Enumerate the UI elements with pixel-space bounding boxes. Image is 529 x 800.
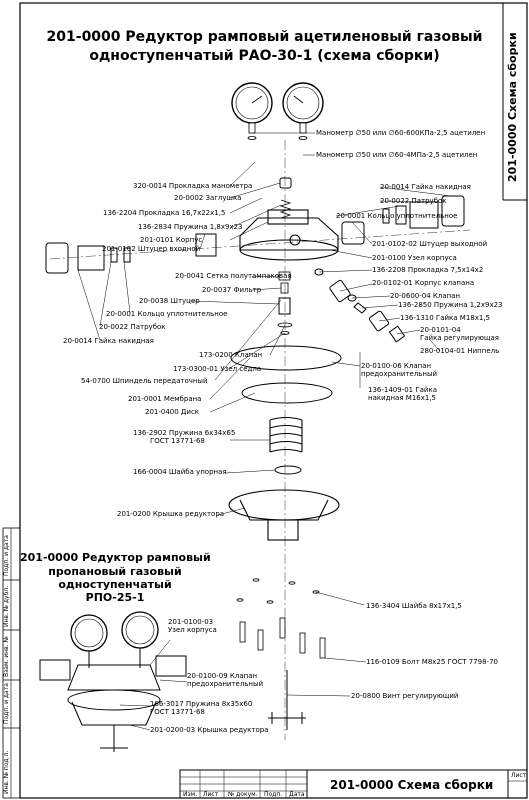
label-membrane: 201-0001 Мембрана [128, 395, 202, 403]
label-disk: 201-0400 Диск [145, 408, 200, 416]
label-gasket-75: 136-2208 Прокладка 7,5х14х2 [372, 266, 484, 274]
label-safety-valve-name: предохранительный [361, 370, 438, 378]
label-valve: 20-0600-04 Клапан [390, 292, 461, 300]
propane-title-line2: пропановый газовый [48, 565, 182, 578]
label-cover-03: 201-0200-03 Крышка редуктора [150, 726, 269, 734]
disk [241, 382, 333, 404]
label-body: 201-0101 Корпус [140, 236, 203, 244]
label-main-spring-gost: ГОСТ 13771-68 [150, 437, 205, 445]
outlet-fittings [341, 195, 465, 245]
label-spindle: 54-0700 Шпиндель передаточный [81, 377, 208, 385]
main-spring [269, 416, 303, 453]
label-o-ring-left: 20-0001 Кольцо уплотнительное [106, 310, 228, 318]
label-body-assembly-03-name: Узел корпуса [168, 626, 217, 634]
label-adjusting-nut-code: 20-0101-04 [420, 326, 461, 334]
propane-title-line1: 201-0000 Редуктор рамповый [20, 551, 211, 564]
label-body-assembly: 201-0100 Узел корпуса [372, 254, 457, 262]
leader-lines [77, 132, 451, 731]
label-spring-12: 136-2850 Пружина 1,2х9х23 [398, 301, 503, 309]
label-seat-assembly: 173-0300-01 Узел седла [173, 365, 262, 373]
safety-valve-parts [314, 268, 406, 343]
label-safety-valve-09-code: 20-0100-09 Клапан [187, 672, 258, 680]
label-gauge-gasket: 320-0014 Прокладка манометра [133, 182, 253, 190]
propane-regulator-drawing [39, 611, 187, 752]
label-gauge-low: Манометр ∅50 или ∅60-600КПа-2,5 ацетилен [316, 129, 486, 137]
label-safety-valve-09-name: предохранительный [187, 680, 264, 688]
label-safety-valve-code: 20-0100-06 Клапан [361, 362, 432, 370]
pressure-gauge-high [282, 82, 324, 140]
label-cover: 201-0200 Крышка редуктора [117, 510, 225, 518]
label-gauge-high: Манометр ∅50 или ∅60-4МПа-2,5 ацетилен [316, 151, 478, 159]
membrane [230, 345, 342, 371]
inlet-fittings [45, 233, 217, 274]
title-block-sheet: Лист [203, 791, 219, 798]
label-inlet-fitting: 201-0102 Штуцер входной [102, 245, 201, 253]
label-union-nut-left: 20-0014 Гайка накидная [63, 337, 154, 345]
washers-and-bolts [236, 578, 326, 659]
label-adjusting-screw: 20-0800 Винт регулирующий [351, 692, 459, 700]
adjusting-screw [268, 670, 306, 730]
title-block-sheet-label: Лист [511, 772, 527, 779]
margin-dup-inv: Инв. № дубл. [3, 585, 10, 627]
label-main-spring-code: 136-2902 Пружина 6х34х65 [133, 429, 236, 437]
side-stamp: 201-0000 Схема сборки [506, 32, 519, 182]
label-o-ring-right: 20-0001 Кольцо уплотнительное [336, 212, 458, 220]
label-spring-18: 136-2834 Пружина 1,8х9х23 [138, 223, 243, 231]
label-nipple: 280-0104-01 Ниппель [420, 347, 500, 355]
title-block-code: 201-0000 Схема сборки [330, 778, 494, 792]
regulator-cover [228, 489, 340, 541]
regulator-body [239, 209, 339, 261]
label-nozzle-right: 20-0022 Патрубок [380, 197, 447, 205]
propane-title-line4: РПО-25-1 [85, 591, 145, 604]
label-spring-8-code: 136-3017 Пружина 8х35х60 [150, 700, 253, 708]
title-block-change: Изм. [183, 791, 198, 798]
label-spring-8-gost: ГОСТ 13771-68 [150, 708, 205, 716]
margin-sign-date-2: Подп. и дата [3, 683, 10, 724]
label-gasket-16: 136-2204 Прокладка 16,7х22х1,5 [103, 209, 226, 217]
title-block-sign: Подп. [264, 791, 283, 798]
label-plug: 20-0002 Заглушка [174, 194, 242, 202]
label-outlet-fitting: 201-0102-02 Штуцер выходной [372, 240, 488, 248]
label-body-assembly-03-code: 201-0100-03 [168, 618, 214, 626]
pressure-gauge-low [231, 82, 273, 140]
label-nozzle-left: 20-0022 Патрубок [99, 323, 166, 331]
main-title-line1: 201-0000 Редуктор рамповый ацетиленовый … [46, 29, 483, 45]
label-mesh: 20-0041 Сетка полутампаковая [175, 272, 292, 280]
margin-orig-inv: Инв. № под л. [3, 750, 10, 794]
label-union-nut-m16-name: накидная М16х1,5 [368, 394, 437, 402]
label-washer-8: 136-3404 Шайба 8х17х1,5 [366, 602, 462, 610]
propane-title-line3: одноступенчатый [58, 578, 172, 591]
label-bolt-m8: 116-0109 Болт М8х25 ГОСТ 7798-70 [366, 658, 498, 666]
label-nut-m18: 136-1310 Гайка М18х1,5 [400, 314, 490, 322]
label-filter: 20-0037 Фильтр [202, 286, 262, 294]
label-valve-173: 173-0200 Клапан [199, 351, 263, 359]
margin-sign-date-1: Подп. и дата [3, 535, 10, 576]
title-block-date: Дата [289, 791, 305, 798]
label-thrust-washer: 166-0004 Шайба упорная [133, 468, 227, 476]
margin-replace-inv: Взам. инв. № [3, 636, 10, 677]
label-union-nut-right: 20-0014 Гайка накидная [380, 183, 471, 191]
label-adjusting-nut-name: Гайка регулирующая [420, 334, 500, 342]
label-union-nut-m16-code: 136-1409-01 Гайка [368, 386, 437, 394]
label-valve-body: 20-0102-01 Корпус клапана [372, 279, 475, 287]
label-fitting: 20-0038 Штуцер [139, 297, 200, 305]
title-block-doc-no: № докум. [228, 791, 258, 798]
main-title-line2: одноступенчатый РАО-30-1 (схема сборки) [89, 48, 440, 64]
